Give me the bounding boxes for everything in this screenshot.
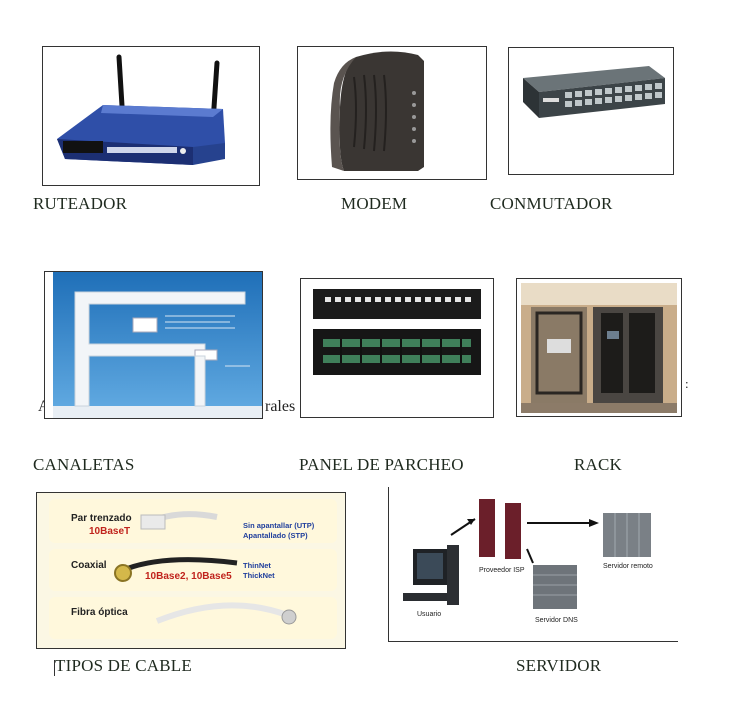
caption-cables: TIPOS DE CABLE	[55, 656, 192, 675]
utp-label: Sin apantallar (UTP)	[243, 521, 315, 530]
caption-router: RUTEADOR	[33, 194, 128, 213]
rack-image	[516, 278, 682, 417]
stp-label: Apantallado (STP)	[243, 531, 308, 540]
modem-image	[297, 46, 487, 180]
router-image	[42, 46, 260, 186]
caption-patch-panel: PANEL DE PARCHEO	[299, 455, 464, 474]
thicknet-label: ThickNet	[243, 571, 275, 580]
server-dns-label: Servidor DNS	[535, 617, 578, 624]
stray-colon: :	[685, 376, 689, 391]
server-diagram-image: Usuario Proveedor ISP Servidor DNS Servi…	[388, 487, 678, 642]
duct-image	[44, 271, 263, 419]
patch-panel-image	[300, 278, 494, 418]
server-remote-label: Servidor remoto	[603, 563, 653, 570]
coaxial-standards: 10Base2, 10Base5	[145, 571, 232, 582]
caption-rack: RACK	[574, 455, 623, 474]
twisted-pair-standard: 10BaseT	[89, 526, 131, 537]
cable-types-image: Par trenzado 10BaseT Sin apantallar (UTP…	[36, 492, 346, 649]
text-cursor	[54, 660, 55, 676]
caption-switch: CONMUTADOR	[490, 194, 613, 213]
fiber-title: Fibra óptica	[71, 607, 128, 618]
stray-word-rales: rales	[265, 398, 296, 415]
caption-server: SERVIDOR	[516, 656, 602, 675]
stray-letter-a: A	[38, 398, 50, 416]
server-isp-label: Proveedor ISP	[479, 567, 525, 574]
thinnet-label: ThinNet	[243, 561, 271, 570]
twisted-pair-title: Par trenzado	[71, 513, 132, 524]
caption-duct: CANALETAS	[33, 455, 135, 474]
server-user-label: Usuario	[417, 611, 442, 618]
coaxial-title: Coaxial	[71, 560, 107, 571]
caption-modem: MODEM	[341, 194, 408, 213]
switch-image	[508, 47, 674, 175]
